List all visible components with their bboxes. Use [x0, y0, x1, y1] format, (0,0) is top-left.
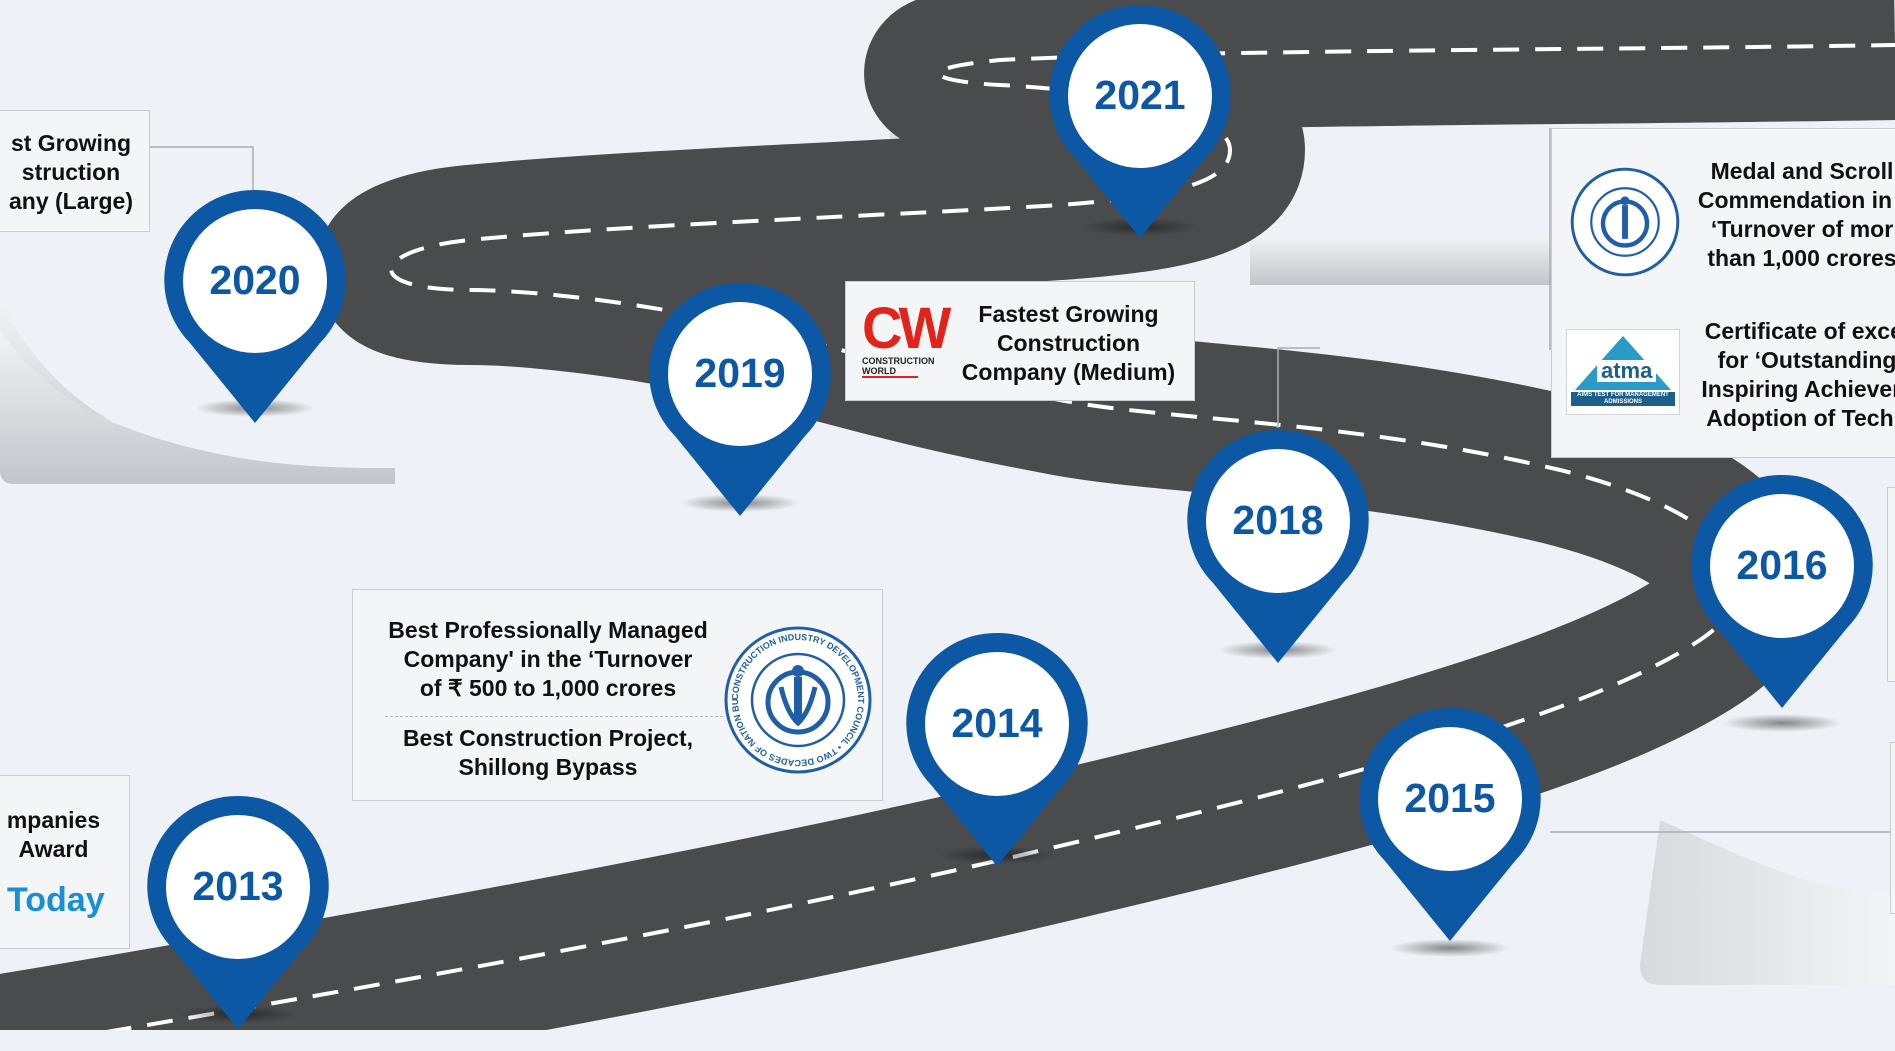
award-medium-line-1: Fastest Growing	[978, 301, 1159, 327]
award-certificate-line-4: Adoption of Techn	[1706, 405, 1895, 431]
award-large-line-3: any (Large)	[9, 188, 133, 214]
award-professional-box: Best Professionally Managed Company' in …	[352, 589, 883, 801]
award-certificate-line-1: Certificate of excel	[1704, 318, 1895, 344]
map-pin-icon	[164, 189, 346, 423]
cidc-seal-logo-small	[1570, 167, 1680, 277]
award-certificate-line-2: for ‘Outstanding	[1717, 347, 1895, 373]
year-pin-2016: 2016	[1687, 470, 1877, 725]
map-pin-icon	[1187, 429, 1369, 663]
year-pin-2020: 2020	[160, 185, 350, 440]
atma-logo-caption: AIMS TEST FOR MANAGEMENT ADMISSIONS	[1571, 392, 1675, 406]
award-medal-line-2: Commendation in t	[1697, 187, 1895, 213]
map-pin-icon	[147, 795, 329, 1029]
year-pin-2019: 2019	[645, 278, 835, 533]
cw-logo-caption: CONSTRUCTION WORLD	[862, 356, 935, 378]
cw-logo: CW CONSTRUCTION WORLD	[862, 294, 951, 390]
year-label: 2013	[192, 863, 284, 909]
award-professional-line-3: of ₹ 500 to 1,000 crores	[419, 675, 677, 701]
cidc-seal-logo: CONSTRUCTION INDUSTRY DEVELOPMENT COUNCI…	[723, 625, 872, 774]
year-pin-2021: 2021	[1045, 0, 1235, 255]
map-pin-icon	[906, 632, 1088, 866]
award-medal-line-4: than 1,000 crores	[1707, 245, 1895, 271]
year-pin-2014: 2014	[902, 628, 1092, 883]
year-label: 2019	[694, 350, 786, 396]
road-center-line	[106, 43, 1895, 1030]
award-project-line-2: Shillong Bypass	[458, 754, 638, 780]
year-pin-2018: 2018	[1183, 425, 1373, 680]
connector-lines	[150, 128, 1895, 833]
award-companies-line-2: Award	[18, 836, 89, 862]
award-large-line-2: struction	[21, 159, 121, 185]
award-medium-box: CW CONSTRUCTION WORLD Fastest Growing Co…	[845, 281, 1195, 401]
map-pin-icon	[1359, 707, 1541, 941]
award-large-line-1: st Growing	[10, 130, 132, 156]
map-pin-icon	[649, 282, 831, 516]
award-box-2015	[1890, 742, 1895, 914]
year-label: 2021	[1094, 72, 1186, 118]
award-box-2016	[1887, 487, 1895, 682]
award-medium-line-3: Company (Medium)	[961, 359, 1176, 385]
atma-logo: atma AIMS TEST FOR MANAGEMENT ADMISSIONS	[1566, 329, 1680, 415]
award-certificate-line-3: Inspiring Achievem	[1701, 376, 1895, 402]
award-companies-box: mpanies Award Today	[0, 775, 130, 949]
year-label: 2018	[1232, 497, 1324, 543]
map-pin-icon	[1049, 4, 1231, 238]
award-medium-line-2: Construction	[996, 330, 1141, 356]
year-label: 2014	[951, 700, 1043, 746]
award-professional-line-2: Company' in the ‘Turnover	[403, 646, 693, 672]
award-professional-line-1: Best Professionally Managed	[388, 617, 708, 643]
award-large-box: st Growing struction any (Large)	[0, 110, 150, 232]
award-medal-certificate-box: Medal and Scroll Commendation in t ‘Turn…	[1551, 128, 1895, 458]
cw-logo-text: CW	[862, 294, 951, 361]
award-project-line-1: Best Construction Project,	[402, 725, 694, 751]
year-label: 2015	[1404, 775, 1496, 821]
divider	[385, 716, 723, 717]
map-pin-icon	[1691, 474, 1873, 708]
year-pin-2015: 2015	[1355, 703, 1545, 958]
year-label: 2016	[1736, 542, 1828, 588]
atma-logo-text: atma	[1597, 360, 1657, 382]
brand-logo-text: Today	[7, 881, 105, 919]
award-medal-line-1: Medal and Scroll	[1710, 158, 1894, 184]
year-pin-2013: 2013	[143, 791, 333, 1046]
year-label: 2020	[209, 257, 301, 303]
award-companies-line-1: mpanies	[6, 807, 101, 833]
award-medal-line-3: ‘Turnover of mor	[1710, 216, 1894, 242]
